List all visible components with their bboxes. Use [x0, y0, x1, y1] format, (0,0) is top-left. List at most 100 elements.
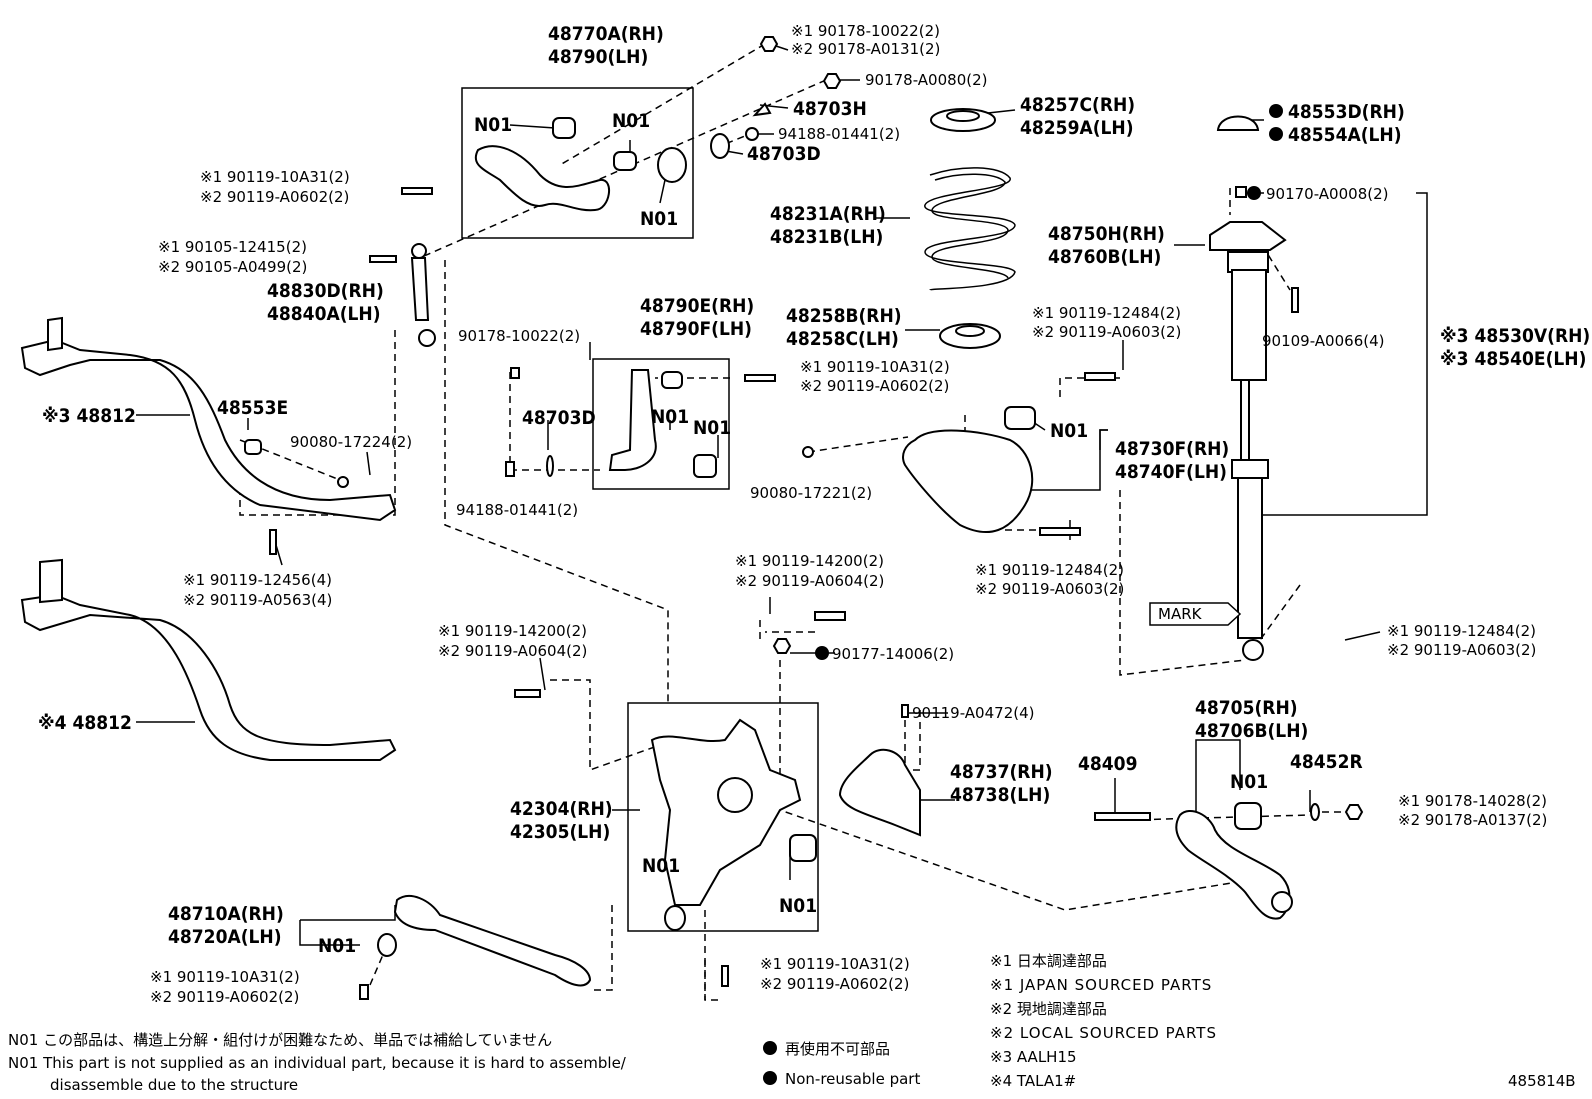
bolt-12456-label-1: ※1 90119-12456(4): [183, 571, 332, 589]
shock-lh-label: ※3 48540E(LH): [1440, 348, 1586, 370]
bolt-10a31-mid-label-1: ※1 90119-10A31(2): [800, 358, 950, 376]
bolt-90105-label-2: ※2 90105-A0499(2): [158, 258, 307, 276]
upper-arm-part: [474, 117, 687, 212]
knuckle-lh-label: 42305(LH): [510, 821, 610, 843]
support-rh-label: 48750H(RH): [1048, 223, 1165, 245]
nut-90080-17221-label: 90080-17221(2): [750, 484, 872, 502]
legend-line-2: ※1 JAPAN SOURCED PARTS: [990, 976, 1212, 994]
n01-label-h: N01: [779, 895, 817, 917]
mark-label: MARK: [1158, 605, 1203, 623]
stabilizer-bar-4-part: [20, 558, 397, 761]
bolt-90105-label-1: ※1 90105-12415(2): [158, 238, 307, 256]
spring-lh-label: 48231B(LH): [770, 226, 883, 248]
toe-arm-group-box: [592, 358, 730, 490]
trailing-arm-rh-label: 48705(RH): [1195, 697, 1298, 719]
n01-label-b: N01: [612, 110, 650, 132]
bolt-14200-a-label-1: ※1 90119-14200(2): [735, 552, 884, 570]
shock-rh-label: ※3 48530V(RH): [1440, 325, 1590, 347]
bolt-10a31-mid-label-2: ※2 90119-A0602(2): [800, 377, 949, 395]
support-lh-label: 48760B(LH): [1048, 246, 1161, 268]
n01-label-c: N01: [640, 208, 678, 230]
n01-label-f: N01: [693, 417, 731, 439]
washer-94188-top-label: 94188-01441(2): [778, 125, 900, 143]
upper-arm-lh-label: 48790(LH): [548, 46, 648, 68]
stabilizer-link-part: [410, 243, 436, 347]
bolt-12484-c-label-1: ※1 90119-12484(2): [1387, 622, 1536, 640]
non-reusable-jp-label: 再使用不可部品: [785, 1040, 890, 1058]
lower-arm-bottom-part: [359, 895, 592, 1000]
bolt-12484-a-label-2: ※2 90119-A0603(2): [1032, 323, 1181, 341]
lower-arm-upper-lh-label: 48740F(LH): [1115, 461, 1227, 483]
upper-arm-group-box: [461, 87, 694, 239]
trailing-arm-lh-label: 48706B(LH): [1195, 720, 1308, 742]
bolt-10a31-top-label-1: ※1 90119-10A31(2): [200, 168, 350, 186]
n01-label-a: N01: [474, 114, 512, 136]
bolt-48409-label: 48409: [1078, 753, 1137, 775]
bolt-10a31-bot-label-2: ※2 90119-A0602(2): [150, 988, 299, 1006]
stabilizer-bar-3-part: [20, 316, 397, 555]
bolt-10a31-bot2-label-2: ※2 90119-A0602(2): [760, 975, 909, 993]
nut-90080-17224-label: 90080-17224(2): [290, 433, 412, 451]
legend-line-5: ※3 AALH15: [990, 1048, 1077, 1066]
toe-arm-rh-label: 48790E(RH): [640, 295, 754, 317]
washer-48452r-label: 48452R: [1290, 751, 1363, 773]
bolt-12484-c-label-2: ※2 90119-A0603(2): [1387, 641, 1536, 659]
nut-10022-mid-label: 90178-10022(2): [458, 327, 580, 345]
nut-90177-label: 90177-14006(2): [832, 645, 954, 663]
n01-label-g: N01: [642, 855, 680, 877]
nut-90178-10022-label-1: ※1 90178-10022(2): [791, 22, 940, 40]
legend-line-3: ※2 現地調達部品: [990, 1000, 1107, 1018]
cam-48703d-mid-label: 48703D: [522, 407, 596, 429]
n01-label-d: N01: [1050, 420, 1088, 442]
bolt-10a31-bot2-label-1: ※1 90119-10A31(2): [760, 955, 910, 973]
toe-arm-part: [505, 367, 776, 478]
link-lh-label: 48840A(LH): [267, 303, 381, 325]
knuckle-rh-label: 42304(RH): [510, 798, 613, 820]
nut-90109-label: 90109-A0066(4): [1262, 332, 1384, 350]
non-reusable-markers: [763, 104, 1283, 1085]
bolt-14200-a-label-2: ※2 90119-A0604(2): [735, 572, 884, 590]
spring-seat-lower-lh-label: 48258C(LH): [786, 328, 899, 350]
nut-14028-label-1: ※1 90178-14028(2): [1398, 792, 1547, 810]
legend-line-6: ※4 TALA1#: [990, 1072, 1076, 1090]
n01-label-e: N01: [651, 406, 689, 428]
bolt-10a31-top-label-2: ※2 90119-A0602(2): [200, 188, 349, 206]
spring-rh-label: 48231A(RH): [770, 203, 886, 225]
n01-label-i: N01: [1230, 771, 1268, 793]
screw-a0472-label: 90119-A0472(4): [912, 704, 1034, 722]
bolt-12484-a-label-1: ※1 90119-12484(2): [1032, 304, 1181, 322]
cap-rh-label: 48553D(RH): [1288, 101, 1405, 123]
diagram-id: 485814B: [1508, 1072, 1576, 1090]
cap-lh-label: 48554A(LH): [1288, 124, 1402, 146]
lower-arm-upper-part: [802, 372, 1116, 536]
shock-absorber-part: [1209, 115, 1299, 661]
spring-seat-upper-lh-label: 48259A(LH): [1020, 117, 1134, 139]
trailing-arm-part: [1094, 802, 1364, 920]
mark-tag: [1149, 602, 1242, 626]
bolt-10a31-bot-label-1: ※1 90119-10A31(2): [150, 968, 300, 986]
legend-line-4: ※2 LOCAL SOURCED PARTS: [990, 1024, 1217, 1042]
hardware-top: [369, 36, 842, 263]
bolt-14200-b-label-1: ※1 90119-14200(2): [438, 622, 587, 640]
nut-14028-label-2: ※2 90178-A0137(2): [1398, 811, 1547, 829]
bolt-14200-b-label-2: ※2 90119-A0604(2): [438, 642, 587, 660]
nut-90178-10022-label-2: ※2 90178-A0131(2): [791, 40, 940, 58]
cover-part: [838, 704, 921, 837]
cover-lh-label: 48738(LH): [950, 784, 1050, 806]
lower-arm-upper-rh-label: 48730F(RH): [1115, 438, 1229, 460]
n01-label-j: N01: [318, 935, 356, 957]
n01-note-en-2: disassemble due to the structure: [50, 1076, 298, 1094]
bolt-12484-b-label-1: ※1 90119-12484(2): [975, 561, 1124, 579]
link-rh-label: 48830D(RH): [267, 280, 384, 302]
n01-note-en: N01 This part is not supplied as an indi…: [8, 1054, 627, 1072]
n01-note-jp: N01 この部品は、構造上分解・組付けが困難なため、単品では補給していません: [8, 1031, 552, 1049]
toe-arm-lh-label: 48790F(LH): [640, 318, 752, 340]
lower-arm-rh-label: 48710A(RH): [168, 903, 284, 925]
upper-arm-rh-label: 48770A(RH): [548, 23, 664, 45]
bolt-12484-b-label-2: ※2 90119-A0603(2): [975, 580, 1124, 598]
spring-seat-upper-rh-label: 48257C(RH): [1020, 94, 1135, 116]
lower-arm-lh-label: 48720A(LH): [168, 926, 282, 948]
cam-48703d-top-label: 48703D: [747, 143, 821, 165]
stab-4-label: ※4 48812: [38, 712, 132, 734]
